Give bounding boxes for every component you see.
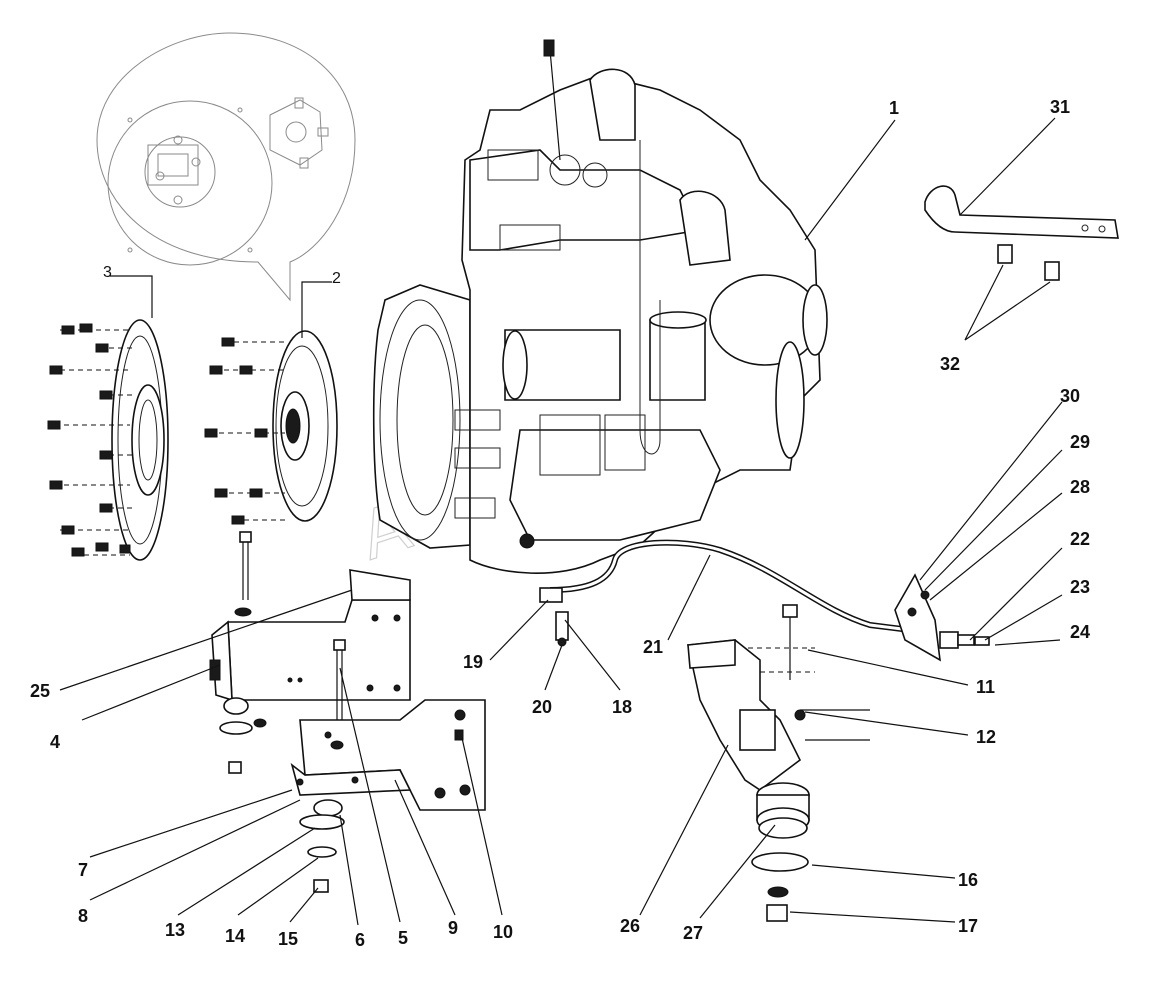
- detail-balloon: [96, 32, 356, 302]
- callout-21: 21: [643, 637, 663, 657]
- callout-16: 16: [958, 870, 978, 890]
- flexplate-2: [272, 330, 338, 522]
- bolts-plate-2: [204, 337, 285, 525]
- flywheel-plate-3: [111, 319, 169, 561]
- leader-lines: [59, 117, 1063, 926]
- callout-32: 32: [940, 354, 960, 374]
- callout-7: 7: [78, 860, 88, 880]
- callout-25: 25: [30, 681, 50, 701]
- callout-12: 12: [976, 727, 996, 747]
- callout-3: 3: [103, 264, 112, 281]
- callout-22: 22: [1070, 529, 1090, 549]
- mount-bracket-9: [290, 639, 486, 893]
- callout-30: 30: [1060, 386, 1080, 406]
- callout-9: 9: [448, 918, 458, 938]
- callout-27: 27: [683, 923, 703, 943]
- callout-24: 24: [1070, 622, 1090, 642]
- callout-11: 11: [976, 677, 995, 697]
- callout-4: 4: [50, 732, 60, 752]
- callout-14: 14: [225, 926, 245, 946]
- callout-6: 6: [355, 930, 365, 950]
- callout-10: 10: [493, 922, 513, 942]
- callout-1: 1: [889, 98, 899, 118]
- hose-21: [539, 539, 990, 662]
- callout-labels: 1 2 3 4 5 6 7 8 9 10 11 12 13 14 15 16 1…: [30, 97, 1090, 950]
- bolts-plate-3: [47, 323, 135, 557]
- callout-2: 2: [332, 270, 341, 287]
- mount-bracket-26: [687, 604, 870, 922]
- callout-20: 20: [532, 697, 552, 717]
- callout-26: 26: [620, 916, 640, 936]
- callout-17: 17: [958, 916, 978, 936]
- callout-29: 29: [1070, 432, 1090, 452]
- callout-15: 15: [278, 929, 298, 949]
- callout-23: 23: [1070, 577, 1090, 597]
- callout-8: 8: [78, 906, 88, 926]
- callout-13: 13: [165, 920, 185, 940]
- callout-31: 31: [1050, 97, 1070, 117]
- callout-28: 28: [1070, 477, 1090, 497]
- callout-18: 18: [612, 697, 632, 717]
- callout-19: 19: [463, 652, 483, 672]
- bracket-bar-31: [924, 185, 1119, 281]
- callout-5: 5: [398, 928, 408, 948]
- engine-assembly-1: [372, 39, 828, 574]
- mount-bracket-25: [209, 531, 411, 774]
